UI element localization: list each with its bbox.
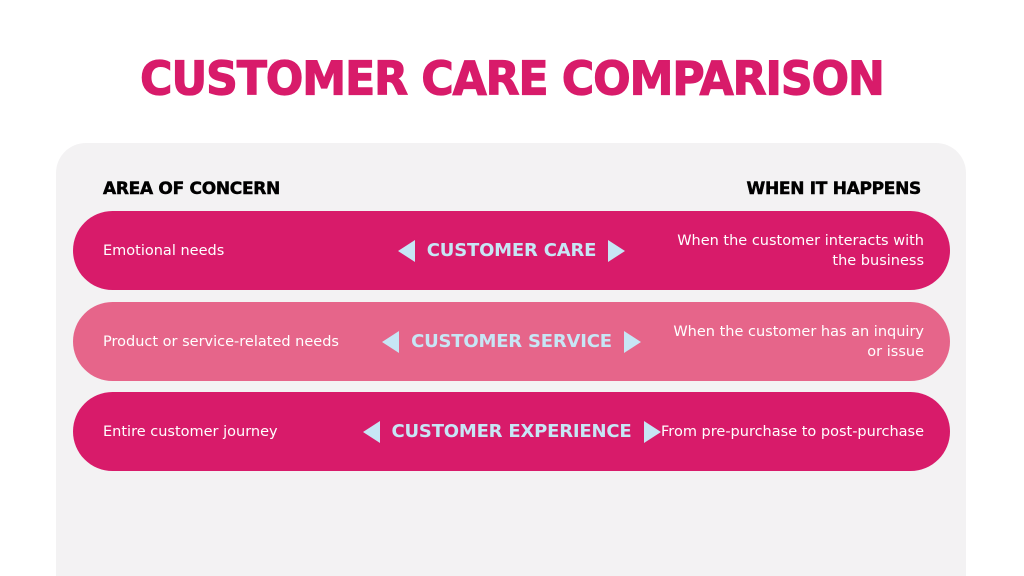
triangle-right-icon — [608, 239, 626, 262]
comparison-row-customer-service: Product or service-related needs CUSTOME… — [73, 302, 950, 381]
column-heading-when-it-happens: WHEN IT HAPPENS — [746, 179, 921, 200]
triangle-left-icon — [397, 239, 415, 262]
column-heading-area-of-concern: AREA OF CONCERN — [103, 179, 281, 200]
row-when: From pre-purchase to post-purchase — [661, 423, 924, 440]
row-when: When the customer interacts with the bus… — [677, 232, 924, 269]
row-label: CUSTOMER EXPERIENCE — [391, 421, 632, 442]
row-label: CUSTOMER SERVICE — [411, 331, 612, 352]
row-when: When the customer has an inquiry or issu… — [673, 323, 924, 360]
triangle-left-icon — [382, 330, 400, 353]
triangle-right-icon — [623, 330, 641, 353]
row-concern: Product or service-related needs — [103, 333, 339, 350]
row-concern: Entire customer journey — [103, 423, 278, 440]
page-title: CUSTOMER CARE COMPARISON — [140, 52, 886, 107]
comparison-row-customer-experience: Entire customer journey CUSTOMER EXPERIE… — [73, 392, 950, 471]
triangle-left-icon — [362, 420, 380, 443]
comparison-row-customer-care: Emotional needs CUSTOMER CARE When the c… — [73, 211, 950, 290]
row-concern: Emotional needs — [103, 242, 225, 259]
row-label: CUSTOMER CARE — [426, 240, 597, 261]
